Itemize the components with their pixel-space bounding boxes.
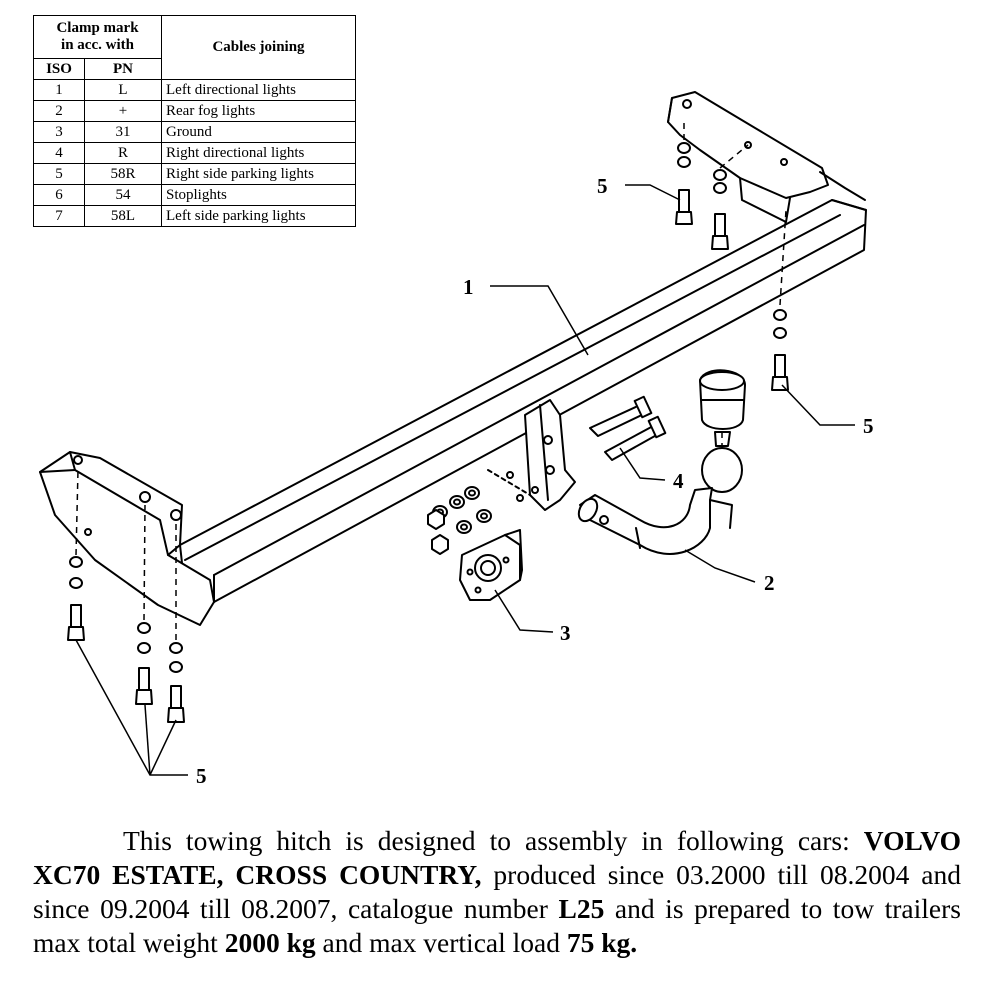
pn-header: PN	[84, 58, 162, 80]
electrical-socket-plate	[459, 529, 523, 601]
desc-cell: Rear fog lights	[161, 100, 356, 122]
iso-cell: 3	[33, 121, 85, 143]
leader-4	[619, 447, 666, 481]
pn-cell: 58L	[84, 205, 162, 227]
table-row: 4 R Right directional lights	[33, 142, 356, 164]
center-nuts-washers	[427, 486, 492, 555]
pn-cell: 58R	[84, 163, 162, 185]
tow-ball-assembly	[577, 369, 746, 555]
table-subheader-row: ISO PN	[33, 58, 356, 80]
desc-cell: Right side parking lights	[161, 163, 356, 185]
pn-cell: +	[84, 100, 162, 122]
table-row: 3 31 Ground	[33, 121, 356, 143]
desc-cell: Left directional lights	[161, 79, 356, 101]
hitch-description: This towing hitch is designed to assembl…	[33, 824, 961, 960]
description-tow: and is prepared to tow trailers max tota…	[33, 893, 961, 958]
callout-2: 2	[764, 571, 775, 595]
table-row: 2 + Rear fog lights	[33, 100, 356, 122]
callout-5-left: 5	[196, 764, 207, 788]
table-row: 5 58R Right side parking lights	[33, 163, 356, 185]
description-load: and max vertical load	[315, 927, 567, 958]
right-fasteners	[771, 309, 789, 391]
cables-joining-header: Cables joining	[161, 15, 356, 80]
central-mounting-plate	[487, 399, 576, 511]
pn-cell: 31	[84, 121, 162, 143]
clamp-mark-header: Clamp mark in acc. with	[33, 15, 162, 59]
leader-3	[494, 589, 554, 633]
callout-3: 3	[560, 621, 571, 645]
mounting-bolts	[589, 395, 667, 461]
left-fasteners	[67, 556, 185, 723]
description-production: produced since 03.2000 till 08.2004 and …	[33, 859, 961, 924]
iso-cell: 6	[33, 184, 85, 206]
callout-4: 4	[673, 469, 684, 493]
wiring-table: Clamp mark in acc. with Cables joining I…	[33, 15, 356, 227]
pn-cell: R	[84, 142, 162, 164]
iso-cell: 5	[33, 163, 85, 185]
leader-5d	[144, 704, 151, 776]
iso-cell: 4	[33, 142, 85, 164]
table-row: 1 L Left directional lights	[33, 79, 356, 101]
pn-cell: L	[84, 79, 162, 101]
table-row: 7 58L Left side parking lights	[33, 205, 356, 227]
iso-cell: 7	[33, 205, 85, 227]
iso-cell: 2	[33, 100, 85, 122]
callout-5-top: 5	[597, 174, 608, 198]
left-mounting-bracket	[39, 451, 215, 626]
car-model: VOLVO XC70 ESTATE, CROSS COUNTRY,	[33, 825, 961, 890]
leader-5e	[149, 719, 177, 776]
description-intro: This towing hitch is designed to assembl…	[123, 825, 864, 856]
leader-1	[490, 285, 589, 356]
pn-cell: 54	[84, 184, 162, 206]
leader-5a	[625, 184, 681, 201]
callout-5-right: 5	[863, 414, 874, 438]
desc-cell: Right directional lights	[161, 142, 356, 164]
desc-cell: Ground	[161, 121, 356, 143]
max-vertical-load: 75 kg.	[566, 927, 638, 958]
catalogue-number: L25	[558, 893, 605, 924]
right-top-fasteners	[675, 142, 729, 250]
desc-cell: Stoplights	[161, 184, 356, 206]
towbar-exploded-diagram: 1 2 3 4 5 5 5	[39, 91, 874, 788]
table-row: 6 54 Stoplights	[33, 184, 356, 206]
callout-1: 1	[463, 275, 474, 299]
leader-5b	[781, 384, 855, 426]
desc-cell: Left side parking lights	[161, 205, 356, 227]
iso-header: ISO	[33, 58, 85, 80]
leader-2	[684, 549, 756, 583]
iso-cell: 1	[33, 79, 85, 101]
main-crossbar	[179, 199, 867, 603]
table-header-row: Clamp mark in acc. with Cables joining	[33, 15, 356, 80]
max-total-weight: 2000 kg	[224, 927, 316, 958]
